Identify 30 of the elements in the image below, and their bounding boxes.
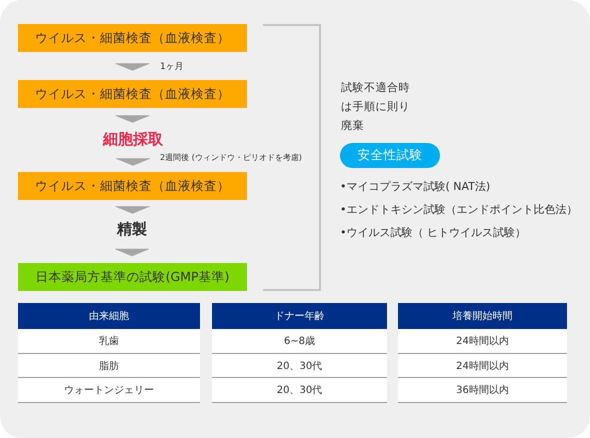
down-arrow bbox=[115, 206, 150, 214]
process-box: ウイルス・細菌検査（血液検査） bbox=[18, 80, 247, 108]
down-arrow bbox=[116, 158, 150, 166]
bullet-item: •ウイルス試験（ ヒトウイルス試験） bbox=[340, 225, 526, 240]
table-header-cell: ドナー年齢 bbox=[212, 303, 387, 329]
category-pill: 安全性試験 bbox=[340, 143, 440, 168]
process-box: 日本薬局方基準の試験(GMP基準) bbox=[18, 263, 247, 291]
edge-label: 2週間後 (ウィンドウ・ピリオドを考慮) bbox=[160, 152, 302, 163]
step-label: 精製 bbox=[102, 218, 162, 240]
note-text: 試験不適合時は手順に則り廃棄 bbox=[341, 80, 411, 134]
table-header-cell: 培養開始時間 bbox=[398, 303, 567, 329]
process-box: ウイルス・細菌検査（血液検査） bbox=[18, 172, 247, 200]
table-cell: 乳歯 bbox=[18, 329, 200, 354]
down-arrow bbox=[115, 115, 150, 123]
down-arrow bbox=[114, 248, 150, 256]
table-cell: 24時間以内 bbox=[398, 354, 567, 378]
edge-label: 1ヶ月 bbox=[160, 61, 184, 73]
table-cell: 6~8歳 bbox=[212, 329, 387, 354]
table-cell: 20、30代 bbox=[212, 354, 387, 378]
table-cell: ウォートンジェリー bbox=[18, 378, 200, 403]
bullet-item: •マイコプラズマ試験( NAT法) bbox=[340, 179, 490, 194]
step-label: 細胞採取 bbox=[92, 128, 174, 150]
process-box: ウイルス・細菌検査（血液検査） bbox=[18, 24, 247, 52]
table-cell: 36時間以内 bbox=[398, 378, 567, 403]
bullet-item: •エンドトキシン試験（エンドポイント比色法） bbox=[340, 202, 578, 217]
table-header-cell: 由来細胞 bbox=[18, 303, 200, 329]
table-cell: 20、30代 bbox=[212, 378, 387, 403]
down-arrow bbox=[115, 63, 150, 71]
table-cell: 脂肪 bbox=[18, 354, 200, 378]
table-cell: 24時間以内 bbox=[398, 329, 567, 354]
